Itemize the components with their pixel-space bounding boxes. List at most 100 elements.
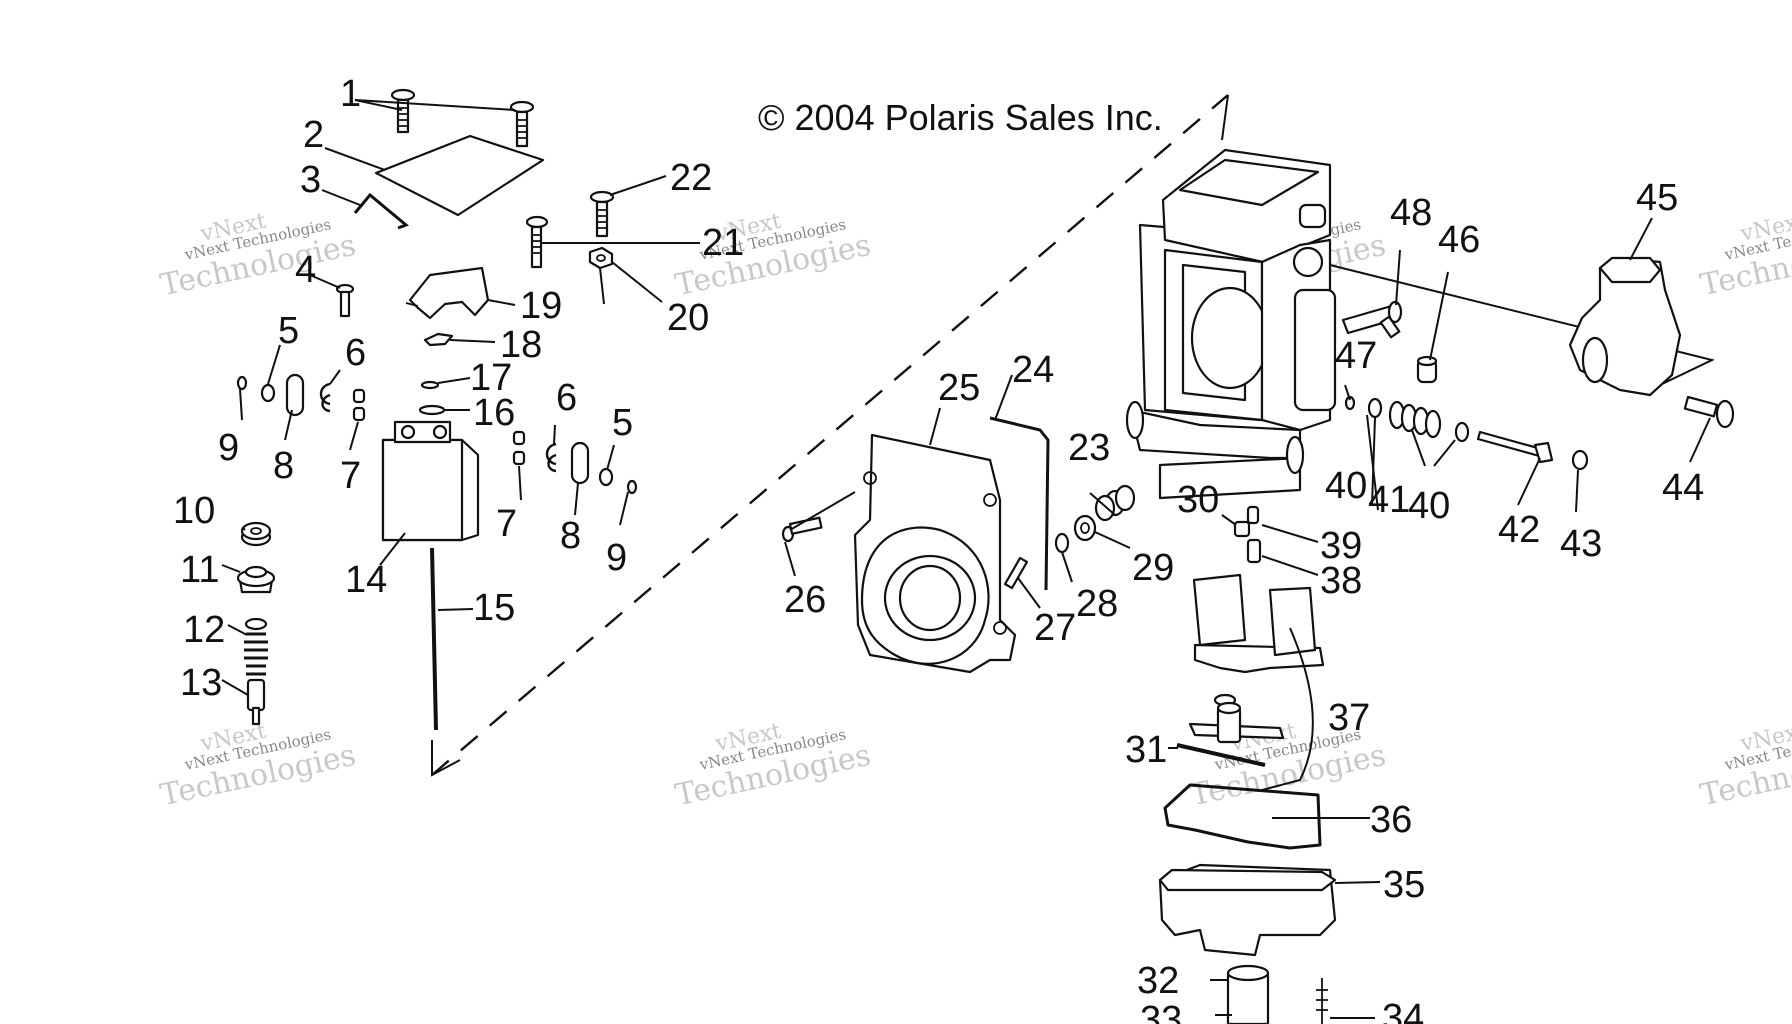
fitting-part-39	[1233, 505, 1260, 538]
cover-gasket-part-3	[353, 192, 409, 230]
callout-42: 42	[1498, 509, 1540, 551]
nut-part-10	[240, 521, 272, 547]
callout-47: 47	[1335, 335, 1377, 377]
jet-part-48	[1341, 300, 1403, 339]
callout-5: 5	[278, 310, 299, 352]
screw-part-21	[525, 215, 549, 269]
callout-29: 29	[1132, 547, 1174, 589]
callout-41: 41	[1368, 479, 1410, 521]
callout-14: 14	[345, 559, 387, 601]
callout-44: 44	[1662, 467, 1704, 509]
callout-6: 6	[556, 377, 577, 419]
screw-part-26	[781, 516, 823, 543]
link-part-8b	[570, 441, 590, 485]
watermark: vNext vNext Technologies Technologies	[157, 209, 358, 304]
watermark: vNext vNext Technologies Technologies	[1697, 719, 1792, 814]
fitting-part-38	[1246, 538, 1262, 564]
callout-4: 4	[295, 249, 316, 291]
callout-36: 36	[1370, 799, 1412, 841]
washer-part-40b	[1454, 421, 1470, 443]
small-parts-right	[512, 430, 638, 495]
callout-28: 28	[1076, 583, 1118, 625]
screw-part-1b	[509, 100, 535, 148]
nut-part-43	[1571, 449, 1589, 471]
clip-part-6b	[545, 442, 557, 473]
callout-9: 9	[606, 537, 627, 579]
watermark: vNext vNext Technologies Technologies	[1697, 209, 1792, 304]
callout-30: 30	[1177, 479, 1219, 521]
callout-27: 27	[1034, 607, 1076, 649]
bracket-line	[1221, 94, 1229, 141]
callout-34: 34	[1382, 997, 1424, 1024]
callout-31: 31	[1125, 729, 1167, 771]
callout-17: 17	[470, 357, 512, 399]
nut-part-9b	[626, 479, 638, 495]
shaft-part-42	[1476, 430, 1554, 464]
callout-7: 7	[496, 503, 517, 545]
nut-part-20	[588, 246, 614, 270]
callout-13: 13	[180, 662, 222, 704]
jet-holder-part-11	[236, 565, 276, 594]
clip-part-18	[423, 332, 454, 347]
callout-19: 19	[520, 285, 562, 327]
callout-12: 12	[183, 609, 225, 651]
washer-part-5b	[598, 467, 614, 487]
callout-23: 23	[1068, 427, 1110, 469]
callout-16: 16	[473, 392, 515, 434]
cap-part-46	[1416, 355, 1438, 384]
ring-part-28	[1054, 532, 1070, 554]
ring-part-17	[420, 380, 440, 390]
copyright-text: © 2004 Polaris Sales Inc.	[758, 97, 1163, 138]
callout-33: 33	[1140, 999, 1182, 1024]
pivot-assembly	[1188, 701, 1285, 744]
collar-part-7d	[512, 450, 526, 466]
jet-needle-part-15	[430, 547, 438, 731]
callout-6: 6	[345, 332, 366, 374]
slide-valve-part-14	[381, 420, 480, 542]
right-parts	[1125, 148, 1735, 1024]
upper-right-small-parts	[525, 190, 615, 270]
callout-22: 22	[670, 157, 712, 199]
clip-part-6	[319, 382, 331, 413]
wire-part-24	[989, 416, 1050, 591]
flange-part-25	[853, 433, 1017, 674]
gasket-part-36	[1163, 783, 1322, 850]
drain-part-32	[1226, 964, 1270, 1024]
callout-26: 26	[784, 579, 826, 621]
callout-32: 32	[1137, 960, 1179, 1002]
washer-part-16	[418, 404, 446, 416]
callout-40: 40	[1408, 485, 1450, 527]
pin-part-27	[1003, 556, 1029, 590]
callouts: 1 2 3 4 5 6 9 8 7 19 18 17 16 6 5 7 8 9 …	[173, 73, 1704, 1024]
bracket-part-19	[408, 266, 490, 320]
callout-18: 18	[500, 324, 542, 366]
float-part-37	[1192, 573, 1325, 674]
screw-part-1a	[390, 88, 416, 134]
assembly-lines	[431, 94, 1715, 777]
callout-3: 3	[300, 159, 321, 201]
callout-2: 2	[303, 114, 324, 156]
callout-9: 9	[218, 427, 239, 469]
watermark: vNext vNext Technologies Technologies	[672, 719, 873, 814]
bracket-tab	[405, 302, 419, 307]
callout-40: 40	[1325, 465, 1367, 507]
link-part-8	[285, 373, 305, 417]
carburetor-body-part	[1125, 148, 1337, 500]
small-parts-left	[236, 373, 366, 422]
spring-part-41	[1388, 400, 1442, 439]
callout-48: 48	[1390, 192, 1432, 234]
spring-part-12	[244, 617, 268, 676]
callout-8: 8	[560, 515, 581, 557]
callout-46: 46	[1438, 219, 1480, 261]
screw-part-44	[1683, 395, 1735, 429]
collar-part-7c	[512, 430, 526, 446]
washer-part-5	[260, 383, 276, 403]
washer-part-40a	[1367, 397, 1383, 419]
float-bowl-part-35	[1158, 863, 1337, 957]
callout-21: 21	[702, 222, 744, 264]
callout-5: 5	[612, 402, 633, 444]
pin-part-31	[1176, 743, 1266, 767]
callout-24: 24	[1012, 349, 1054, 391]
watermark: vNext vNext Technologies Technologies	[672, 209, 873, 304]
collar-part-7b	[352, 406, 366, 422]
